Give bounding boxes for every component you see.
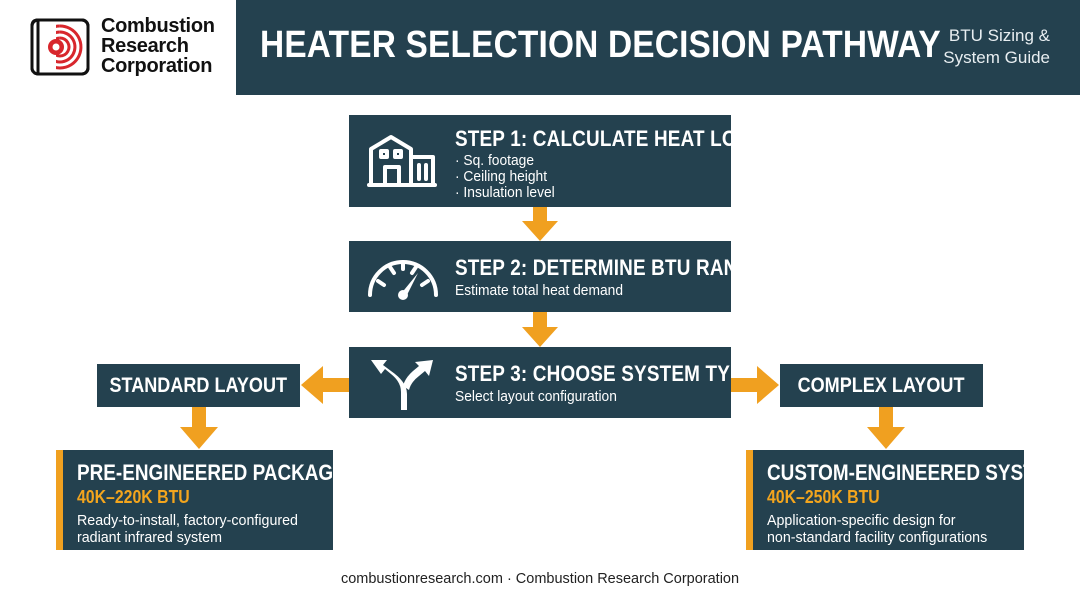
step-1-detail: · Insulation level [455, 184, 555, 201]
pre-engineered-package-box: PRE-ENGINEERED PACKAGE 40K–220K BTU Read… [56, 450, 346, 550]
page-title: HEATER SELECTION DECISION PATHWAY [260, 24, 941, 66]
step-3-detail: Select layout configuration [455, 388, 617, 405]
right-arrow-icon [731, 366, 779, 404]
btu-range: 40K–250K BTU [767, 487, 880, 507]
down-arrow-icon [867, 407, 905, 449]
result-description-line: radiant infrared system [77, 529, 222, 546]
custom-engineered-system-box: CUSTOM-ENGINEERED SYSTEM 40K–250K BTU Ap… [746, 450, 1063, 550]
result-title: CUSTOM-ENGINEERED SYSTEM [767, 460, 1064, 485]
logo: Combustion Research Corporation [0, 0, 236, 95]
step-3-heading: STEP 3: CHOOSE SYSTEM TYPE [455, 361, 756, 386]
building-icon [367, 135, 437, 187]
complex-layout-box: COMPLEX LAYOUT [780, 364, 983, 407]
subtitle-line: BTU Sizing & [948, 26, 1050, 45]
standard-layout-box: STANDARD LAYOUT [97, 364, 300, 407]
logo-line: Research [101, 35, 189, 57]
left-arrow-icon [301, 366, 349, 404]
subtitle-line: System Guide [943, 48, 1050, 67]
result-description-line: non-standard facility configurations [767, 529, 988, 546]
step-2-heading: STEP 2: DETERMINE BTU RANGE [455, 255, 766, 280]
step-2-box: STEP 2: DETERMINE BTU RANGE Estimate tot… [349, 241, 765, 312]
result-title: PRE-ENGINEERED PACKAGE [77, 460, 346, 485]
btu-range: 40K–220K BTU [77, 487, 190, 507]
down-arrow-icon [522, 312, 558, 347]
result-description-line: Application-specific design for [767, 512, 956, 529]
step-3-box: STEP 3: CHOOSE SYSTEM TYPE Select layout… [349, 347, 755, 418]
step-1-detail: · Ceiling height [455, 168, 548, 185]
split-arrow-icon [371, 360, 433, 410]
down-arrow-icon [180, 407, 218, 449]
result-description: Ready-to-install, factory-configured rad… [77, 512, 374, 546]
step-1-detail: · Sq. footage [455, 152, 535, 169]
footer: combustionresearch.com · Combustion Rese… [340, 571, 740, 587]
header: Combustion Research Corporation HEATER S… [0, 0, 1080, 95]
logo-line: Combustion [101, 15, 215, 37]
step-1-box: STEP 1: CALCULATE HEAT LOSS · Sq. footag… [349, 115, 762, 207]
complex-layout-label: COMPLEX LAYOUT [798, 373, 965, 397]
subtitle: BTU Sizing & System Guide [943, 25, 1050, 69]
logo-mark-icon [30, 18, 90, 76]
title-band: HEATER SELECTION DECISION PATHWAY BTU Si… [236, 0, 1080, 95]
logo-line: Corporation [101, 55, 213, 77]
standard-layout-label: STANDARD LAYOUT [109, 373, 288, 397]
down-arrow-icon [522, 207, 558, 241]
result-description: Application-specific design for non-stan… [767, 512, 1080, 546]
result-description-line: Ready-to-install, factory-configured [77, 512, 298, 529]
gauge-icon [368, 260, 438, 300]
logo-text: Combustion Research Corporation [101, 16, 215, 76]
step-1-heading: STEP 1: CALCULATE HEAT LOSS [455, 126, 763, 151]
step-2-detail: Estimate total heat demand [455, 282, 624, 299]
